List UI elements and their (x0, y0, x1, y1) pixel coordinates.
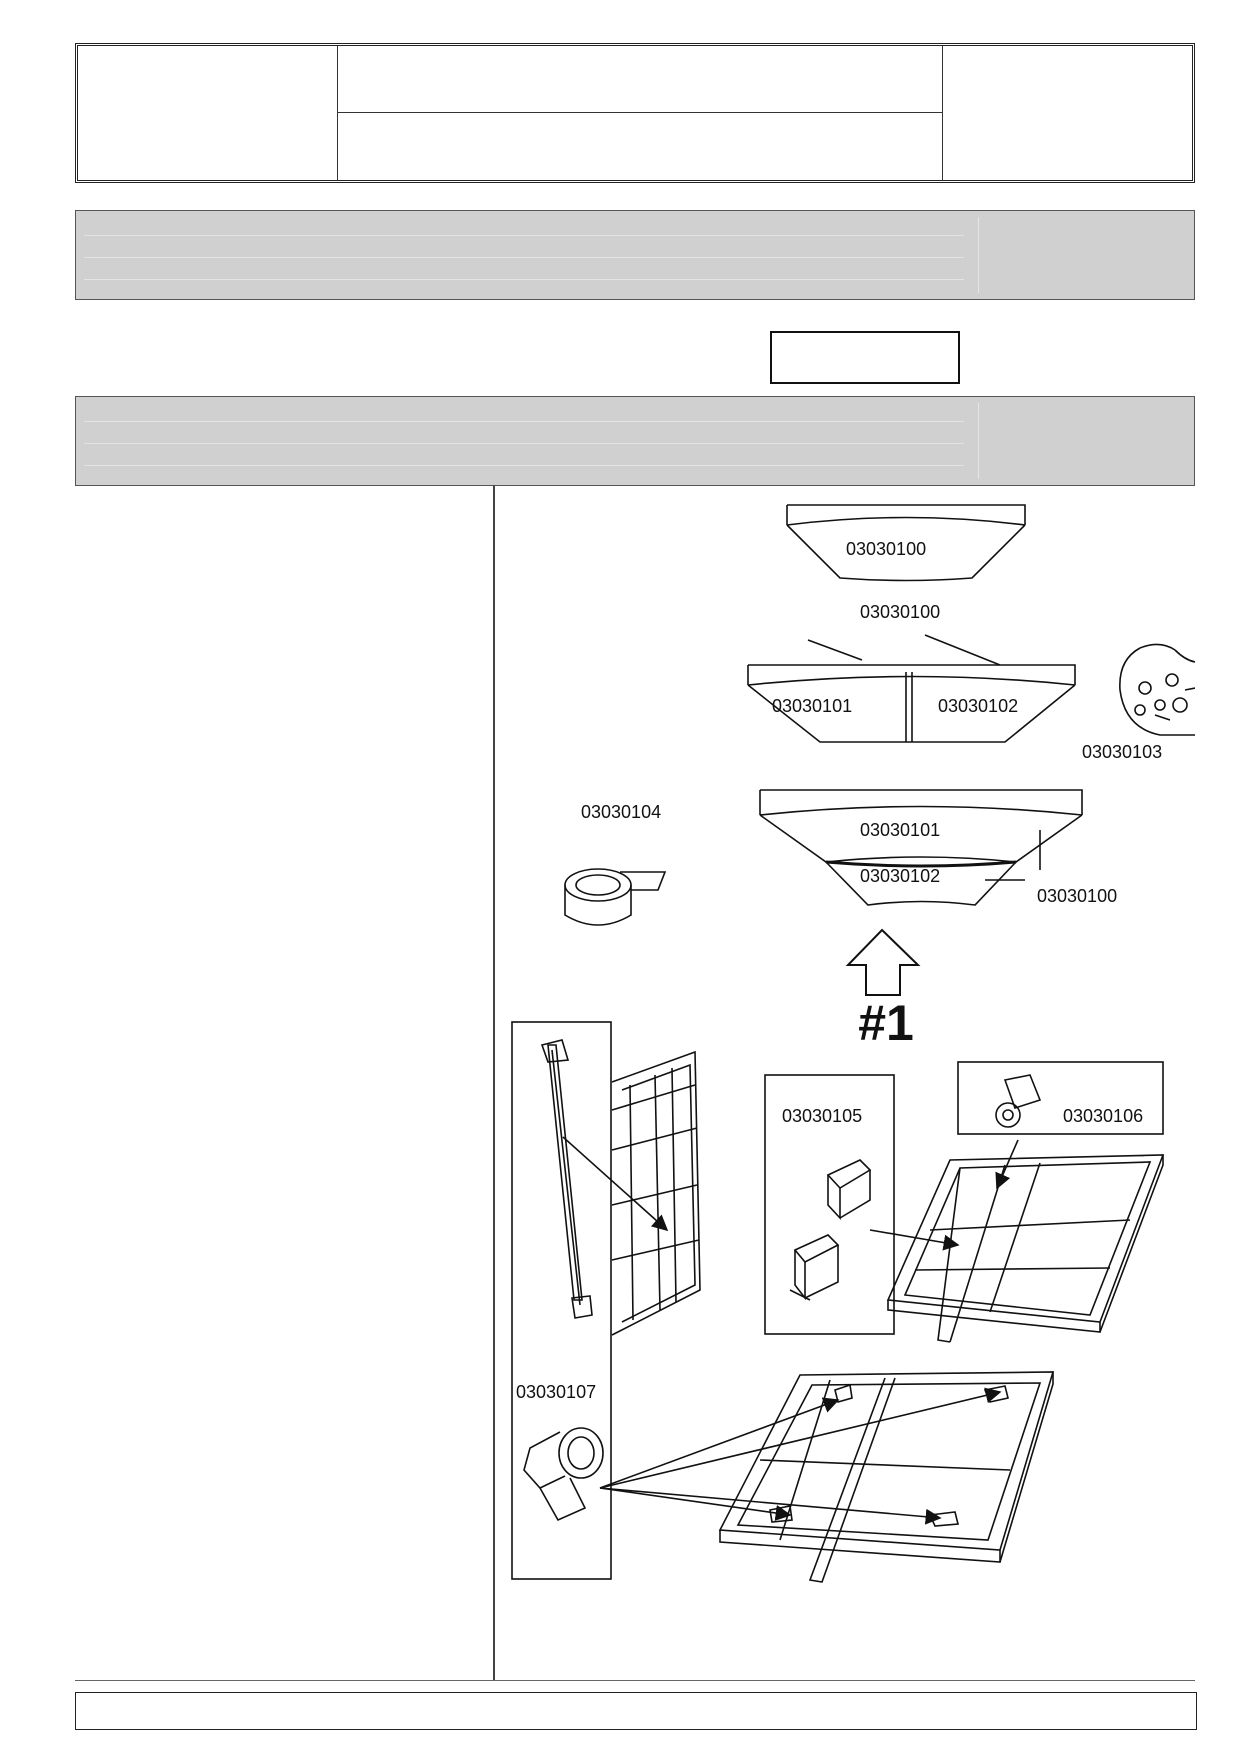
left-text-column (75, 486, 493, 1680)
part-label-107: 03030107 (516, 1382, 596, 1402)
header-logo-cell (78, 46, 338, 180)
part-label-102-split: 03030102 (938, 696, 1018, 716)
part-label-106: 03030106 (1063, 1106, 1143, 1126)
header-subtitle-cell (338, 113, 943, 180)
tape-roll (564, 868, 667, 926)
section-band-2 (75, 396, 1195, 486)
fixture-frame-top (886, 1154, 1165, 1343)
ballast-units (789, 1159, 872, 1301)
starter-box (957, 1061, 1164, 1135)
exploded-parts-diagram: 03030100 03030100 03030101 03030102 0303… (511, 504, 1195, 1583)
fixture-frame-side (611, 1050, 701, 1336)
part-label-105: 03030105 (782, 1106, 862, 1126)
footer-box (75, 1692, 1197, 1730)
part-label-104: 03030104 (581, 802, 661, 822)
fluorescent-tube (540, 1039, 593, 1319)
part-label-102-stack: 03030102 (860, 866, 940, 886)
part-label-100: 03030100 (860, 602, 940, 622)
header-ref-cell (943, 46, 1192, 180)
up-arrow (845, 928, 921, 996)
bottom-rule (75, 1680, 1195, 1681)
part-label-103: 03030103 (1082, 742, 1162, 762)
part-label-100-top: 03030100 (846, 539, 926, 559)
part-label-101-split: 03030101 (772, 696, 852, 716)
reference-box (770, 331, 960, 384)
part-label-100-side: 03030100 (1037, 886, 1117, 906)
header-table (75, 43, 1195, 183)
starter-socket (995, 1074, 1042, 1128)
lens-assembly-split (747, 634, 1076, 743)
lampholder (523, 1427, 604, 1522)
ballast-box (764, 1074, 895, 1335)
step-number: #1 (858, 995, 914, 1051)
lens-assembly-stacked (759, 789, 1083, 906)
part-label-101-stack: 03030101 (860, 820, 940, 840)
hardware-bag (1119, 643, 1195, 736)
lens-assembly-top (786, 504, 1026, 582)
column-divider (493, 485, 495, 1681)
section-band-1 (75, 210, 1195, 300)
lamp-tube-box (511, 1021, 612, 1580)
fixture-frame-bottom (718, 1371, 1055, 1583)
header-title-cell (338, 46, 943, 113)
